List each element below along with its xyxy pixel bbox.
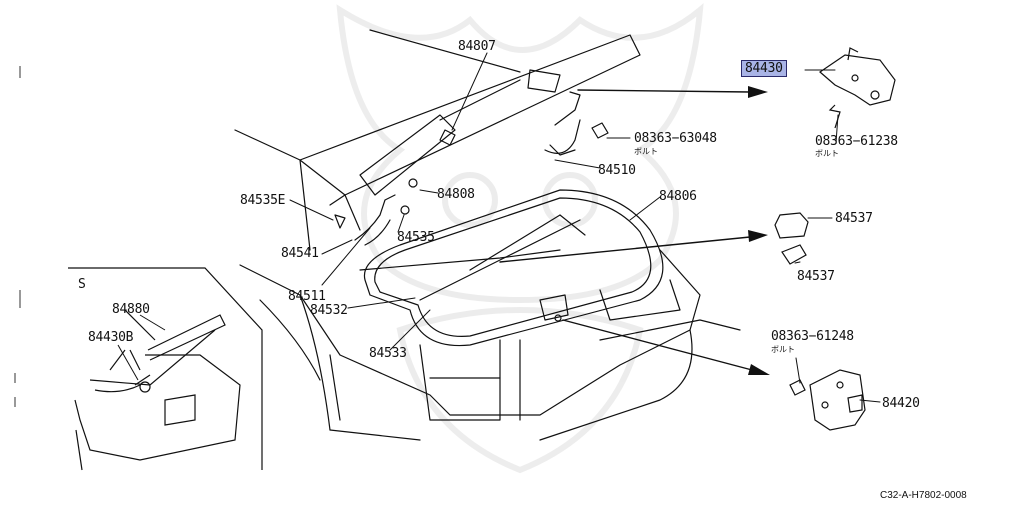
label-84880: 84880 — [112, 302, 150, 317]
hinge-84420-drawing — [789, 369, 866, 431]
label-84541: 84541 — [281, 246, 319, 261]
clip-84535E — [334, 214, 346, 229]
fastener-84535 — [400, 205, 410, 215]
label-08363-61238-note: ボルト — [815, 149, 839, 158]
inset-view-s — [68, 267, 263, 471]
label-84535e: 84535E — [240, 193, 286, 208]
label-84420: 84420 — [882, 396, 920, 411]
diagram-code: C32-A-H7802-0008 — [880, 490, 967, 501]
bolt-08363-63048 — [591, 122, 609, 139]
label-08363-61248-note: ボルト — [771, 345, 795, 354]
leader-lines — [289, 52, 881, 403]
arrowhead-3 — [748, 364, 770, 375]
label-08363-61248: 08363−61248 — [771, 329, 854, 344]
label-08363-61238: 08363−61238 — [815, 134, 898, 149]
label-84510: 84510 — [598, 163, 636, 178]
car-body — [234, 29, 741, 441]
torsion-rods — [359, 214, 586, 301]
trunk-lid — [299, 34, 641, 251]
pointer-arrows — [499, 89, 753, 371]
arrowhead-1 — [748, 86, 768, 98]
bumper-84537-drawing — [774, 212, 809, 265]
hinge-arms — [354, 91, 581, 246]
margin-marks — [14, 66, 21, 407]
inset-label: S — [78, 277, 86, 292]
label-84808: 84808 — [437, 187, 475, 202]
inset-leader-84880 — [139, 314, 166, 331]
label-84535: 84535 — [397, 230, 435, 245]
label-08363-63048: 08363−63048 — [634, 131, 717, 146]
strut-84807 — [439, 129, 456, 146]
fastener-84808 — [408, 178, 418, 188]
label-84430b: 84430B — [88, 330, 134, 345]
label-84807: 84807 — [458, 39, 496, 54]
striker-84430-drawing — [819, 47, 896, 129]
label-84806: 84806 — [659, 189, 697, 204]
label-84537-b: 84537 — [797, 269, 835, 284]
label-84430-highlighted[interactable]: 84430 — [741, 60, 787, 77]
arrowhead-2 — [748, 230, 768, 242]
latch-assembly — [539, 294, 569, 322]
label-84532: 84532 — [310, 303, 348, 318]
label-84511: 84511 — [288, 289, 326, 304]
label-08363-63048-note: ボルト — [634, 147, 658, 156]
label-84537-a: 84537 — [835, 211, 873, 226]
label-84533: 84533 — [369, 346, 407, 361]
inset-leader-84430b — [117, 344, 139, 381]
trunk-seal-84806 — [363, 189, 664, 347]
